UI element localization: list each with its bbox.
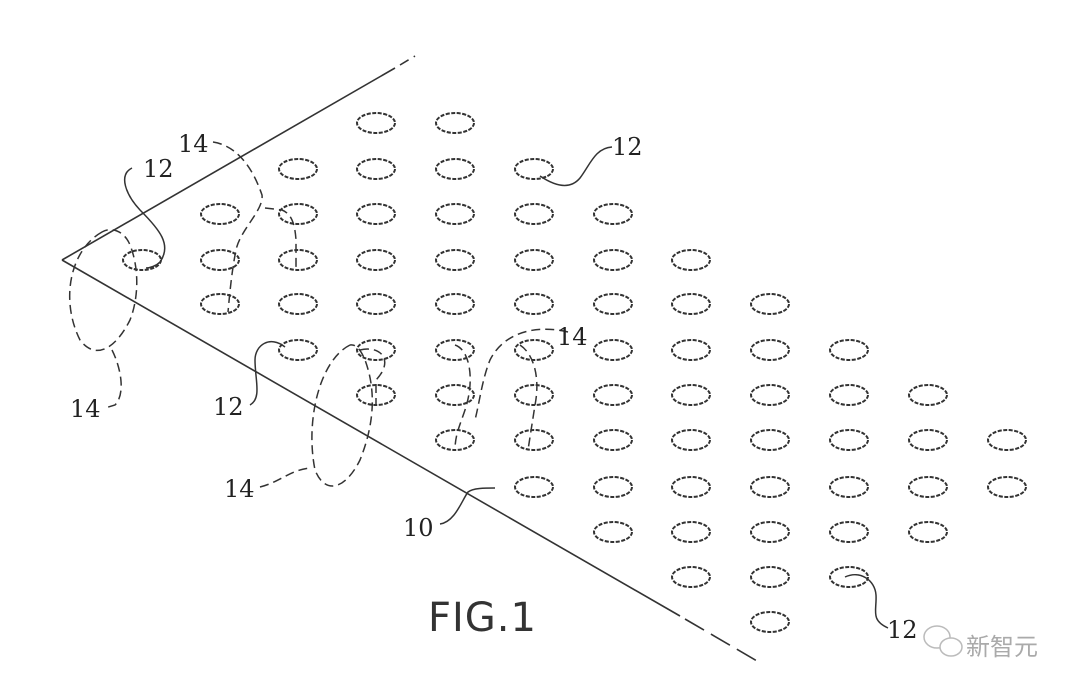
wechat-icon	[923, 625, 963, 657]
hole	[200, 203, 240, 225]
hole	[514, 476, 554, 498]
hole	[356, 249, 396, 271]
label-14-left: 14	[70, 395, 101, 423]
hole	[514, 339, 554, 361]
label-12-top-right: 12	[612, 133, 643, 161]
hole	[435, 112, 475, 134]
hole	[435, 249, 475, 271]
hole	[435, 339, 475, 361]
hole	[593, 339, 633, 361]
hole	[671, 476, 711, 498]
leader-lines	[68, 141, 889, 629]
hole	[987, 476, 1027, 498]
lower-edge-dashed	[684, 618, 758, 662]
hole	[278, 293, 318, 315]
hole	[435, 293, 475, 315]
sheet-edges	[61, 55, 758, 662]
hole	[908, 476, 948, 498]
hole	[278, 249, 318, 271]
hole	[829, 384, 869, 406]
hole	[593, 476, 633, 498]
hole	[750, 611, 790, 633]
hole	[593, 429, 633, 451]
label-14-right: 14	[557, 323, 588, 351]
label-14-top: 14	[178, 130, 209, 158]
label-12-top-left: 12	[143, 155, 174, 183]
hole	[671, 429, 711, 451]
hole-grid	[122, 112, 1027, 633]
hole	[750, 384, 790, 406]
label-14-bottom: 14	[224, 475, 255, 503]
hole	[750, 293, 790, 315]
lower-edge	[61, 259, 681, 617]
hole	[908, 429, 948, 451]
upper-edge-dashed	[399, 55, 416, 66]
label-10-edge: 10	[403, 514, 434, 542]
hole	[829, 476, 869, 498]
hole	[908, 384, 948, 406]
hole	[593, 249, 633, 271]
hole	[200, 249, 240, 271]
hole	[987, 429, 1027, 451]
hole	[200, 293, 240, 315]
hole	[278, 339, 318, 361]
hole	[356, 158, 396, 180]
hole	[671, 566, 711, 588]
hole	[750, 521, 790, 543]
upper-edge	[61, 67, 396, 261]
hole	[593, 384, 633, 406]
hole	[671, 293, 711, 315]
hole	[514, 429, 554, 451]
hole	[122, 249, 162, 271]
label-12-bottom-right: 12	[887, 616, 918, 644]
hole	[671, 521, 711, 543]
hole	[671, 384, 711, 406]
hole	[671, 249, 711, 271]
hole	[278, 203, 318, 225]
hole	[514, 293, 554, 315]
hole	[829, 521, 869, 543]
figure-title: FIG.1	[428, 595, 537, 641]
hole	[435, 429, 475, 451]
hole	[750, 476, 790, 498]
hole	[750, 566, 790, 588]
hole	[514, 158, 554, 180]
hole	[829, 339, 869, 361]
watermark-text: 新智元	[966, 633, 1038, 661]
hole	[593, 521, 633, 543]
hole	[435, 384, 475, 406]
hole	[514, 384, 554, 406]
hole	[671, 339, 711, 361]
hole	[750, 339, 790, 361]
hole	[356, 203, 396, 225]
hole	[593, 203, 633, 225]
hole	[356, 293, 396, 315]
hole	[356, 112, 396, 134]
hole	[593, 293, 633, 315]
hole	[278, 158, 318, 180]
hole	[435, 158, 475, 180]
label-12-middle: 12	[213, 393, 244, 421]
hole	[829, 566, 869, 588]
hole	[514, 249, 554, 271]
hole	[908, 521, 948, 543]
hole	[514, 203, 554, 225]
hole	[435, 203, 475, 225]
hole	[829, 429, 869, 451]
hole	[750, 429, 790, 451]
